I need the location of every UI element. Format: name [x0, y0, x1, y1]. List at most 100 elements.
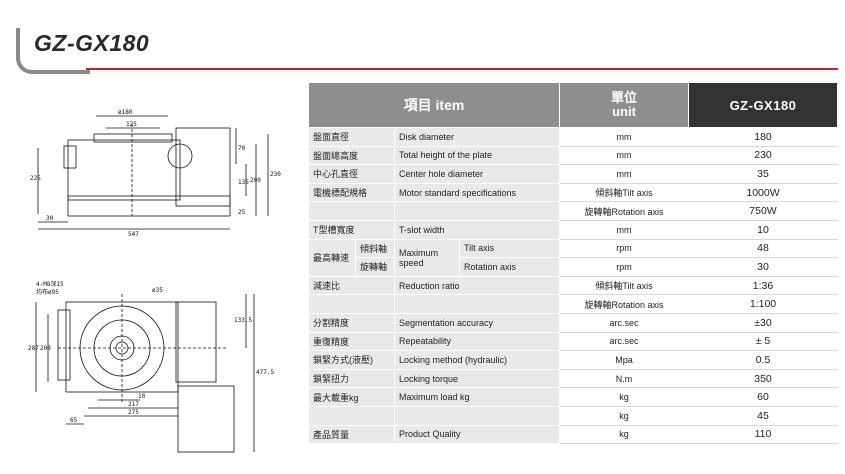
- table-row: 旋轉軸 Rotation axis rpm 30: [309, 257, 838, 277]
- row-unit: kg: [559, 405, 689, 426]
- row-zh: [308, 201, 395, 221]
- front-base: [67, 195, 231, 217]
- row-value: ±30: [688, 312, 838, 333]
- row-value: 30: [688, 257, 838, 277]
- dim-125: 125: [126, 121, 137, 128]
- row-en: T-slot width: [394, 219, 560, 240]
- row-unit: 旋轉軸Rotation axis: [559, 201, 689, 221]
- table-row: 鎖緊方式(液壓) Locking method (hydraulic) Mpa …: [308, 350, 838, 370]
- row-axis: Rotation axis: [459, 257, 560, 277]
- table-row: T型槽寬度 T-slot width mm 10: [308, 219, 838, 240]
- row-unit: kg: [559, 424, 689, 445]
- front-disk: [93, 133, 173, 143]
- table-row: 旋轉軸Rotation axis 750W: [308, 201, 838, 221]
- technical-drawing: ø180 125 70 135 200 230 225 25 30 547 4-…: [28, 109, 281, 453]
- row-value: 1000W: [688, 182, 838, 203]
- row-zh: T型槽寬度: [308, 219, 395, 240]
- dim-tapped-holes: 4-M8深15: [36, 280, 64, 288]
- row-value: 1:36: [688, 275, 838, 296]
- front-left-block: [63, 145, 77, 169]
- dim-disk-dia: ø180: [118, 109, 133, 116]
- row-en: Reduction ratio: [394, 275, 560, 296]
- dim-65: 65: [70, 417, 78, 424]
- table-row: 中心孔直徑 Center hole diameter mm 35: [308, 164, 838, 184]
- header-unit: 單位 unit: [559, 82, 689, 128]
- row-value: 1:100: [688, 294, 838, 314]
- dim-477-5: 477.5: [256, 369, 274, 376]
- row-unit: kg: [559, 387, 689, 407]
- row-unit: arc.sec: [559, 331, 689, 352]
- row-en: Product Quality: [394, 424, 560, 445]
- row-zh: 盤面總高度: [308, 145, 395, 166]
- table-row: 重復精度 Repeatability arc.sec ± 5: [308, 331, 838, 352]
- header-unit-en: unit: [612, 104, 636, 119]
- row-en: Center hole diameter: [394, 164, 560, 184]
- dim-70: 70: [238, 145, 246, 152]
- dim-200-front: 200: [250, 177, 261, 184]
- row-zh: [308, 405, 395, 426]
- row-en: Maximum speed: [394, 238, 460, 277]
- row-unit: N.m: [559, 368, 689, 389]
- row-value: 45: [688, 405, 838, 426]
- dim-287: 287: [28, 345, 39, 352]
- table-row: 產品質量 Product Quality kg 110: [308, 424, 838, 445]
- row-value: 180: [688, 127, 838, 147]
- title-bracket-corner: [16, 28, 90, 74]
- table-row: 分割精度 Segmentation accuracy arc.sec ±30: [308, 312, 838, 333]
- row-zh: 分割精度: [308, 312, 395, 333]
- dim-135: 135: [238, 179, 249, 186]
- row-zh: 盤面直徑: [308, 127, 395, 147]
- row-unit: 傾斜軸Tilt axis: [559, 182, 689, 203]
- header-unit-zh: 單位: [610, 90, 637, 105]
- dim-10: 10: [138, 393, 146, 400]
- table-row: 最高轉速 傾斜軸 Maximum speed Tilt axis rpm 48: [308, 238, 838, 277]
- title-bracket: [16, 28, 838, 74]
- front-body: [67, 139, 181, 201]
- row-sub: 旋轉軸: [355, 257, 395, 277]
- row-value: 350: [688, 368, 838, 389]
- dim-35: ø35: [152, 287, 163, 294]
- table-header-row: 項目 item 單位 unit GZ-GX180: [308, 82, 838, 128]
- row-value: 35: [688, 164, 838, 184]
- row-en: Motor standard specifications: [394, 182, 560, 203]
- dim-25: 25: [238, 209, 246, 216]
- front-motor-flange: [167, 143, 193, 169]
- row-unit: rpm: [559, 238, 689, 259]
- row-sub: 傾斜軸: [355, 238, 395, 259]
- row-unit: mm: [559, 127, 689, 147]
- row-zh: 產品質量: [308, 424, 395, 445]
- row-en: Maximum load kg: [394, 387, 560, 407]
- row-zh: 鎖緊方式(液壓): [308, 350, 395, 370]
- row-value: 10: [688, 219, 838, 240]
- row-unit: mm: [559, 219, 689, 240]
- table-row: 電機標配規格 Motor standard specifications 傾斜軸…: [308, 182, 838, 203]
- dim-133-5: 133.5: [234, 317, 252, 324]
- top-side-housing: [175, 301, 217, 383]
- dim-225: 225: [30, 175, 41, 182]
- row-zh: 減速比: [308, 275, 395, 296]
- row-en: [394, 294, 560, 314]
- dim-bolt-circle: 均布ø95: [36, 288, 59, 296]
- table-row: 最大載重kg Maximum load kg kg 60: [308, 387, 838, 407]
- row-en: Locking method (hydraulic): [394, 350, 560, 370]
- top-motor: [177, 385, 235, 453]
- row-unit: 傾斜軸Tilt axis: [559, 275, 689, 296]
- row-unit: mm: [559, 164, 689, 184]
- row-value: ± 5: [688, 331, 838, 352]
- row-zh: 中心孔直徑: [308, 164, 395, 184]
- row-en: Segmentation accuracy: [394, 312, 560, 333]
- row-zh: 電機標配規格: [308, 182, 395, 203]
- row-unit: rpm: [559, 257, 689, 277]
- table-row: 鎖緊扭力 Locking torque N.m 350: [308, 368, 838, 389]
- row-zh: 鎖緊扭力: [308, 368, 395, 389]
- header-item: 項目 item: [308, 82, 560, 128]
- row-zh: [308, 294, 395, 314]
- dim-200-top: 200: [40, 345, 51, 352]
- row-zh: 最高轉速: [308, 238, 356, 277]
- row-en: Repeatability: [394, 331, 560, 352]
- page-title: GZ-GX180: [34, 30, 150, 56]
- row-value: 60: [688, 387, 838, 407]
- dim-275: 275: [128, 409, 139, 416]
- row-unit: 旋轉軸Rotation axis: [559, 294, 689, 314]
- row-unit: mm: [559, 145, 689, 166]
